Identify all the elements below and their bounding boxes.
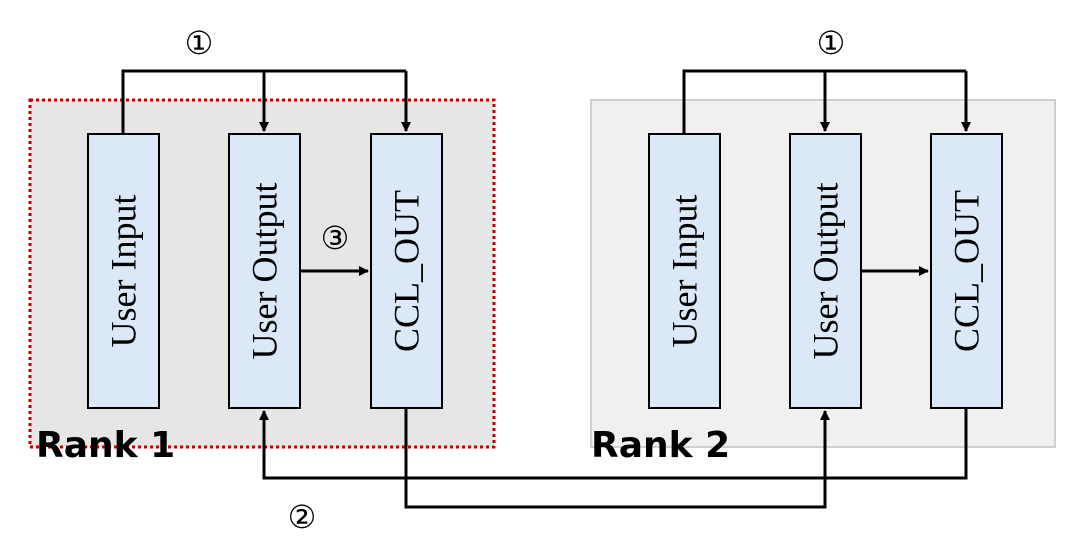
rank-1-step-1-marker: ① [185, 24, 214, 62]
rank-2-to-rank-1-exchange-arrow [259, 408, 968, 480]
rank-1-broadcast-line [121, 69, 406, 134]
rank-2-user-output-label: User Output [806, 183, 846, 360]
rank-1-user-output-label: User Output [245, 183, 285, 360]
rank-1-user-output-buffer [228, 133, 301, 409]
rank-1-user-input-label: User Input [104, 195, 144, 348]
rank-2-broadcast-line [682, 69, 966, 134]
rank-1-user-input-buffer [87, 133, 160, 409]
rank-2-label: Rank 2 [591, 425, 730, 466]
rank-1-to-rank-2-exchange-arrow [404, 408, 830, 509]
rank-2-user-input-label: User Input [665, 195, 705, 348]
rank-1-ccl-out-label: CCL_OUT [387, 190, 427, 352]
rank-2-step-1-marker: ① [817, 24, 846, 62]
rank-1-label: Rank 1 [36, 425, 175, 466]
rank-2-ccl-out-buffer [930, 133, 1003, 409]
rank-1-step-3-marker: ③ [321, 219, 350, 257]
rank-1-ccl-out-buffer [370, 133, 443, 409]
rank-2-user-input-buffer [648, 133, 721, 409]
step-2-marker: ② [288, 498, 317, 536]
rank-2-ccl-out-label: CCL_OUT [947, 190, 987, 352]
